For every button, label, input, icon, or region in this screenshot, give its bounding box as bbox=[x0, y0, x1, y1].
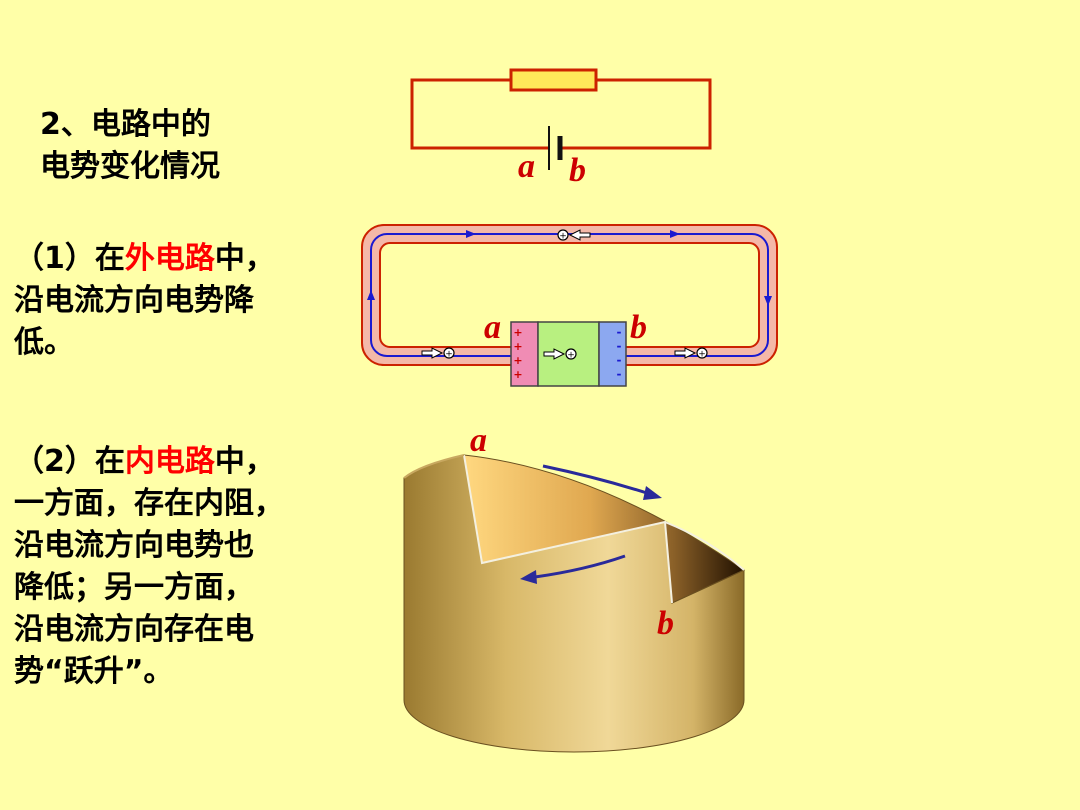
simple-circuit-wire-right bbox=[560, 78, 712, 150]
potential-cylinder bbox=[403, 454, 746, 753]
cylinder-rim-right bbox=[664, 521, 745, 571]
part2-line6: 势“跃升”。 bbox=[14, 654, 174, 689]
svg-text:+: + bbox=[559, 232, 567, 242]
svg-text:-: - bbox=[617, 339, 622, 353]
svg-text:-: - bbox=[617, 353, 622, 367]
part1-line2: 沿电流方向电势降 bbox=[14, 283, 254, 318]
current-arrow-left bbox=[367, 290, 375, 300]
svg-text:+: + bbox=[567, 351, 575, 361]
current-arrow-top-left bbox=[466, 230, 476, 238]
section-title-line1: 2、电路中的 bbox=[40, 107, 211, 142]
negative-signs: - - - - bbox=[617, 325, 622, 381]
label-b-cylinder: b bbox=[657, 605, 674, 642]
charge-marker-bottom-left: + bbox=[421, 347, 455, 360]
section-title: 2、电路中的 电势变化情况 bbox=[40, 104, 220, 188]
negative-plate bbox=[598, 321, 627, 387]
cylinder-rim bbox=[463, 454, 673, 604]
part2-line3: 沿电流方向电势也 bbox=[14, 528, 254, 563]
internal-circuit-text: （2）在内电路中， 一方面，存在内阻， 沿电流方向电势也 降低；另一方面， 沿电… bbox=[14, 441, 284, 693]
svg-text:-: - bbox=[617, 325, 622, 339]
positive-signs: + + + + bbox=[513, 326, 522, 381]
section-title-line2: 电势变化情况 bbox=[40, 149, 220, 184]
part2-line4: 降低；另一方面， bbox=[14, 570, 254, 605]
part1-line3: 低。 bbox=[14, 325, 74, 360]
cylinder-rim-left bbox=[403, 454, 465, 479]
label-b-loop: b bbox=[630, 309, 647, 346]
svg-text:+: + bbox=[513, 368, 522, 381]
charge-marker-top: + bbox=[557, 229, 591, 242]
external-circuit-text: （1）在外电路中， 沿电流方向电势降 低。 bbox=[14, 238, 275, 364]
simple-circuit-wire bbox=[410, 78, 549, 150]
flow-arrow-bottom-head bbox=[520, 570, 537, 584]
part2-line1: （2）在内电路中， bbox=[14, 444, 275, 479]
positive-plate bbox=[510, 321, 539, 387]
current-loop-circuit: + + + + + + + - - - - bbox=[361, 224, 778, 387]
external-circuit-highlight: 外电路 bbox=[124, 241, 215, 276]
part2-line5: 沿电流方向存在电 bbox=[14, 612, 254, 647]
simple-circuit bbox=[410, 68, 712, 170]
svg-text:+: + bbox=[513, 326, 522, 339]
part1-line1: （1）在外电路中， bbox=[14, 241, 275, 276]
svg-text:-: - bbox=[617, 367, 622, 381]
svg-text:+: + bbox=[513, 354, 522, 367]
svg-text:+: + bbox=[445, 350, 453, 360]
label-a-cylinder: a bbox=[470, 422, 487, 459]
svg-text:+: + bbox=[698, 350, 706, 360]
svg-text:+: + bbox=[513, 340, 522, 353]
current-arrow-top-right bbox=[670, 230, 680, 238]
label-b-simple: b bbox=[569, 152, 586, 189]
flow-arrow-top-head bbox=[643, 486, 662, 500]
internal-circuit-highlight: 内电路 bbox=[124, 444, 215, 479]
current-arrow-right bbox=[764, 296, 772, 306]
label-a-loop: a bbox=[484, 309, 501, 346]
charge-marker-cell: + bbox=[543, 348, 577, 361]
part2-line2: 一方面，存在内阻， bbox=[14, 486, 284, 521]
label-a-simple: a bbox=[518, 148, 535, 185]
flow-arrow-top bbox=[542, 464, 651, 496]
resistor bbox=[509, 68, 598, 92]
flow-arrow-bottom bbox=[534, 554, 626, 579]
charge-marker-bottom-right: + bbox=[674, 347, 708, 360]
